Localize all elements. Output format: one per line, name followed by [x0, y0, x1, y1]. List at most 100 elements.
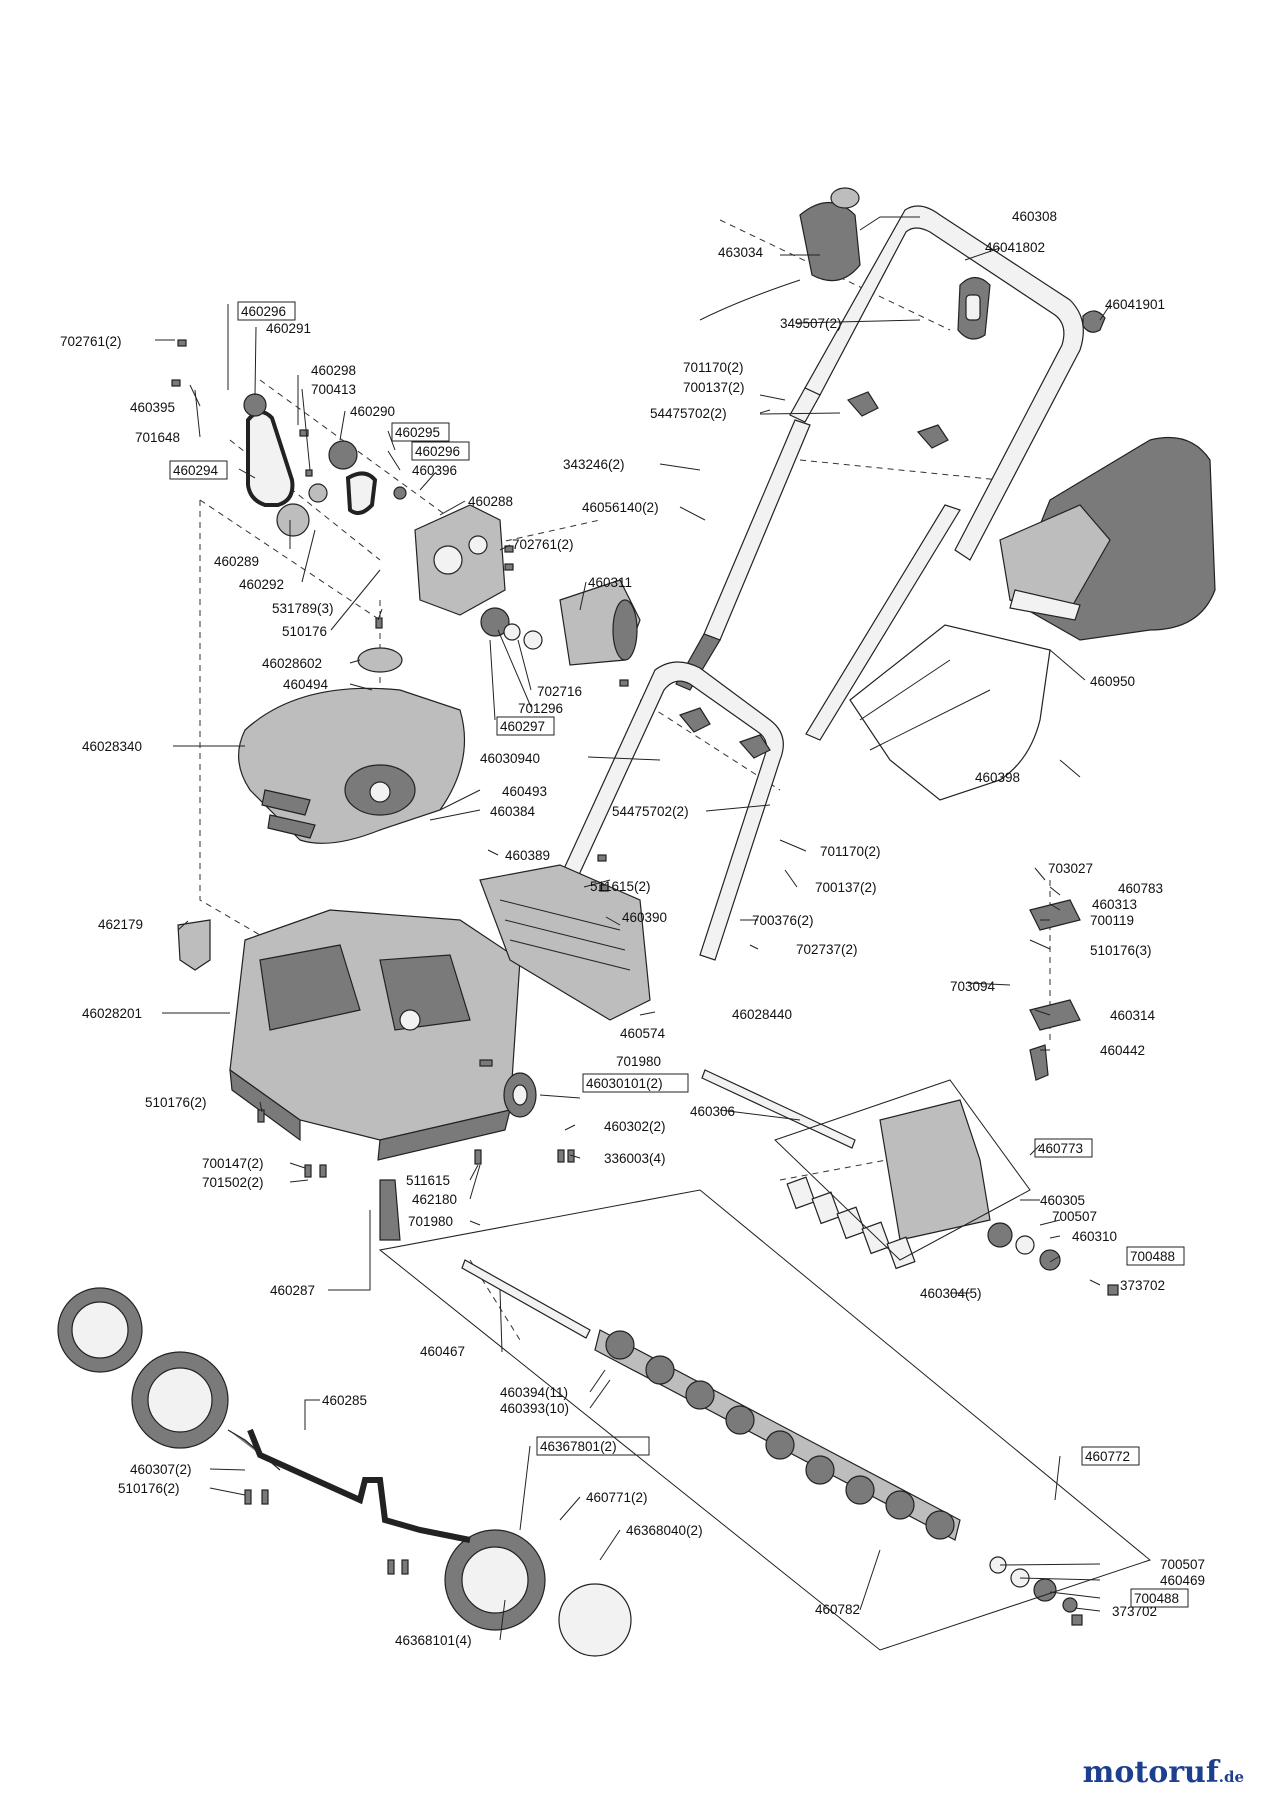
part-label: 460294: [173, 463, 219, 478]
part-label: 460288: [468, 494, 513, 509]
part-label: 373702: [1112, 1604, 1157, 1619]
part-label: 460292: [239, 577, 284, 592]
part-label: 701296: [518, 701, 563, 716]
part-label: 460296: [241, 304, 286, 319]
grass-box: [999, 436, 1216, 641]
motor: [480, 579, 641, 666]
part-label: 54475702(2): [650, 406, 727, 421]
part-label: 701170(2): [683, 360, 744, 375]
part-label: 46028440: [732, 1007, 792, 1022]
clip-small: [1082, 310, 1106, 333]
handle-mid-left: [675, 419, 811, 691]
grass-box-frame: [849, 624, 1051, 801]
part-label: 460442: [1100, 1043, 1145, 1058]
gear-housing: [414, 504, 506, 616]
part-label: 460394(11): [500, 1385, 568, 1400]
part-label: 701980: [408, 1214, 453, 1229]
part-label: 460295: [395, 425, 440, 440]
part-label: 460574: [620, 1026, 666, 1041]
part-label: 460384: [490, 804, 536, 819]
motor-cover: [237, 687, 466, 844]
part-label: 46028201: [82, 1006, 142, 1021]
part-label: 700507: [1160, 1557, 1205, 1572]
part-label: 460297: [500, 719, 545, 734]
part-label: 460290: [350, 404, 395, 419]
cable-switch: [699, 187, 861, 321]
part-label: 343246(2): [563, 457, 625, 472]
part-label: 462179: [98, 917, 143, 932]
part-label: 702737(2): [796, 942, 858, 957]
part-label: 460396: [412, 463, 457, 478]
rear-axle: [247, 1428, 471, 1543]
part-label: 460308: [1012, 209, 1057, 224]
part-label: 460783: [1118, 881, 1163, 896]
watermark-logo: motoruf.de: [1083, 1755, 1244, 1790]
part-label: 700507: [1052, 1209, 1097, 1224]
watermark-tld: .de: [1218, 1768, 1244, 1786]
part-label: 460289: [214, 554, 259, 569]
part-label: 460393(10): [500, 1401, 569, 1416]
part-labels: 460308 463034 46041802 349507(2) 4604190…: [60, 209, 1205, 1648]
handle-mid-right: [805, 504, 961, 741]
part-label: 700488: [1134, 1591, 1179, 1606]
part-label: 460311: [588, 575, 632, 590]
drive-shaft: [701, 1069, 856, 1149]
part-label: 702716: [537, 684, 582, 699]
part-label: 701980: [616, 1054, 661, 1069]
part-label: 460302(2): [604, 1119, 666, 1134]
rear-flap: [479, 864, 651, 1021]
part-label: 46041901: [1105, 297, 1165, 312]
part-label: 703027: [1048, 861, 1093, 876]
part-label: 460389: [505, 848, 550, 863]
wheels: [57, 1072, 632, 1657]
part-label: 460304(5): [920, 1286, 982, 1301]
part-label: 460296: [415, 444, 460, 459]
part-label: 373702: [1120, 1278, 1165, 1293]
part-label: 46028602: [262, 656, 322, 671]
part-label: 700376(2): [752, 913, 814, 928]
part-label: 462180: [412, 1192, 457, 1207]
part-label: 54475702(2): [612, 804, 689, 819]
part-label: 700147(2): [202, 1156, 264, 1171]
star-knobs: [678, 391, 949, 759]
part-label: 700488: [1130, 1249, 1175, 1264]
part-label: 460398: [975, 770, 1020, 785]
part-label: 460390: [622, 910, 667, 925]
part-label: 510176(3): [1090, 943, 1152, 958]
roller-frames: [378, 1079, 1152, 1651]
part-label: 460287: [270, 1283, 315, 1298]
part-label: 460285: [322, 1393, 367, 1408]
part-label: 511615(2): [590, 879, 651, 894]
part-label: 700137(2): [683, 380, 745, 395]
part-label: 460314: [1110, 1008, 1156, 1023]
part-label: 702761(2): [512, 537, 574, 552]
part-label: 700119: [1090, 913, 1134, 928]
pulleys: [243, 393, 407, 537]
roller-discs: [605, 1330, 955, 1540]
part-label: 46030101(2): [586, 1076, 663, 1091]
part-label: 531789(3): [272, 601, 334, 616]
part-label: 460305: [1040, 1193, 1085, 1208]
spring-tine-roller: [461, 1259, 1078, 1613]
part-label: 460772: [1085, 1449, 1130, 1464]
part-label: 700137(2): [815, 880, 877, 895]
part-label: 460950: [1090, 674, 1135, 689]
leader-lines: [155, 216, 1111, 1641]
part-label: 460313: [1092, 897, 1137, 912]
part-label: 46028340: [82, 739, 142, 754]
part-label: 510176: [282, 624, 327, 639]
part-label: 510176(2): [145, 1095, 207, 1110]
part-label: 510176(2): [118, 1481, 180, 1496]
part-label: 460782: [815, 1602, 860, 1617]
part-label: 46030940: [480, 751, 540, 766]
part-label: 460773: [1038, 1141, 1083, 1156]
side-flap: [177, 919, 211, 971]
part-label: 460771(2): [586, 1490, 648, 1505]
part-label: 700413: [311, 382, 356, 397]
part-label: 702761(2): [60, 334, 122, 349]
part-label: 46368101(4): [395, 1633, 472, 1648]
fasteners: [171, 339, 1119, 1626]
part-label: 46368040(2): [626, 1523, 703, 1538]
part-label: 46056140(2): [582, 500, 659, 515]
